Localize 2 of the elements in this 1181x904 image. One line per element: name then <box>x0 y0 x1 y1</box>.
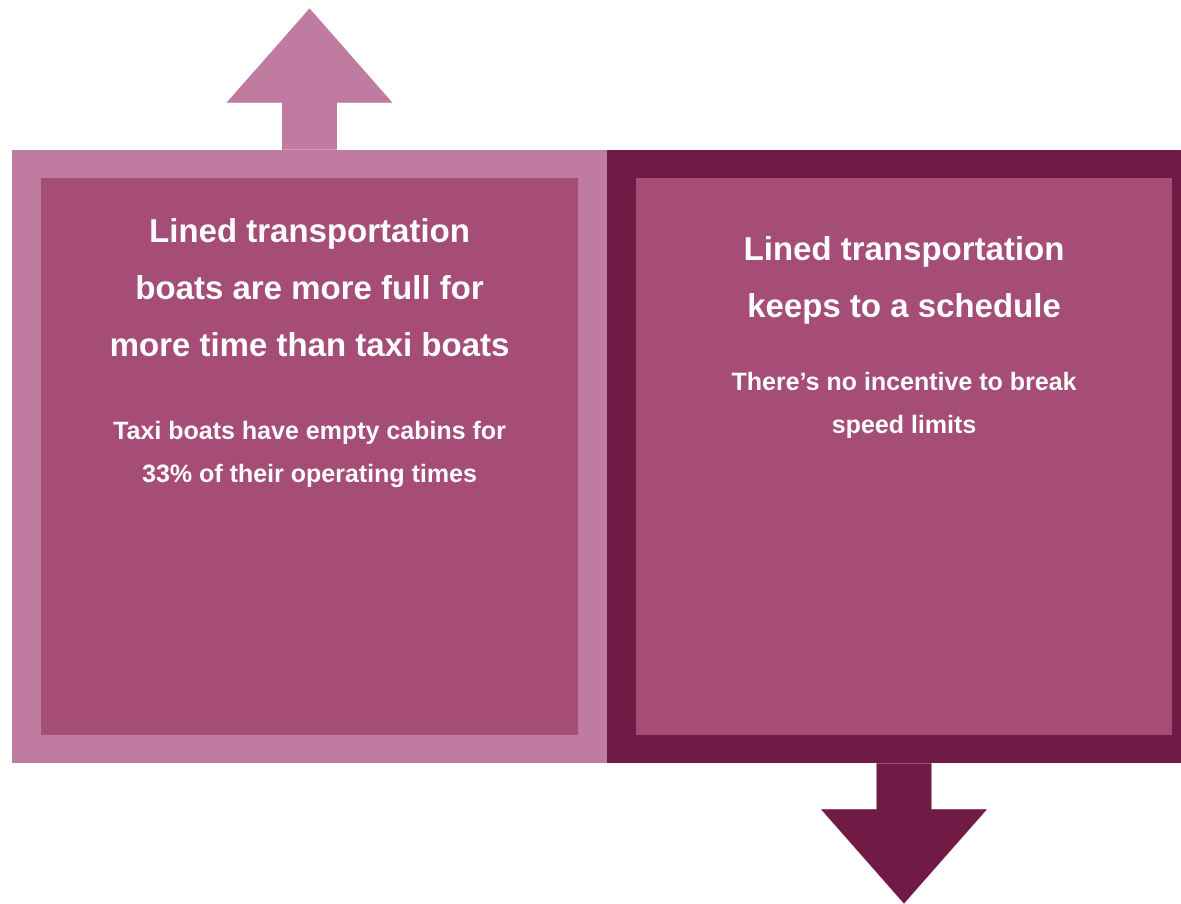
text-box: Lined transportation keeps to a schedule There’s no incentive to break speed limits <box>636 178 1172 735</box>
text-box: Lined transportation boats are more full for more time than taxi boats Taxi boats have empty cabins for 33% of their operating times <box>41 178 578 735</box>
